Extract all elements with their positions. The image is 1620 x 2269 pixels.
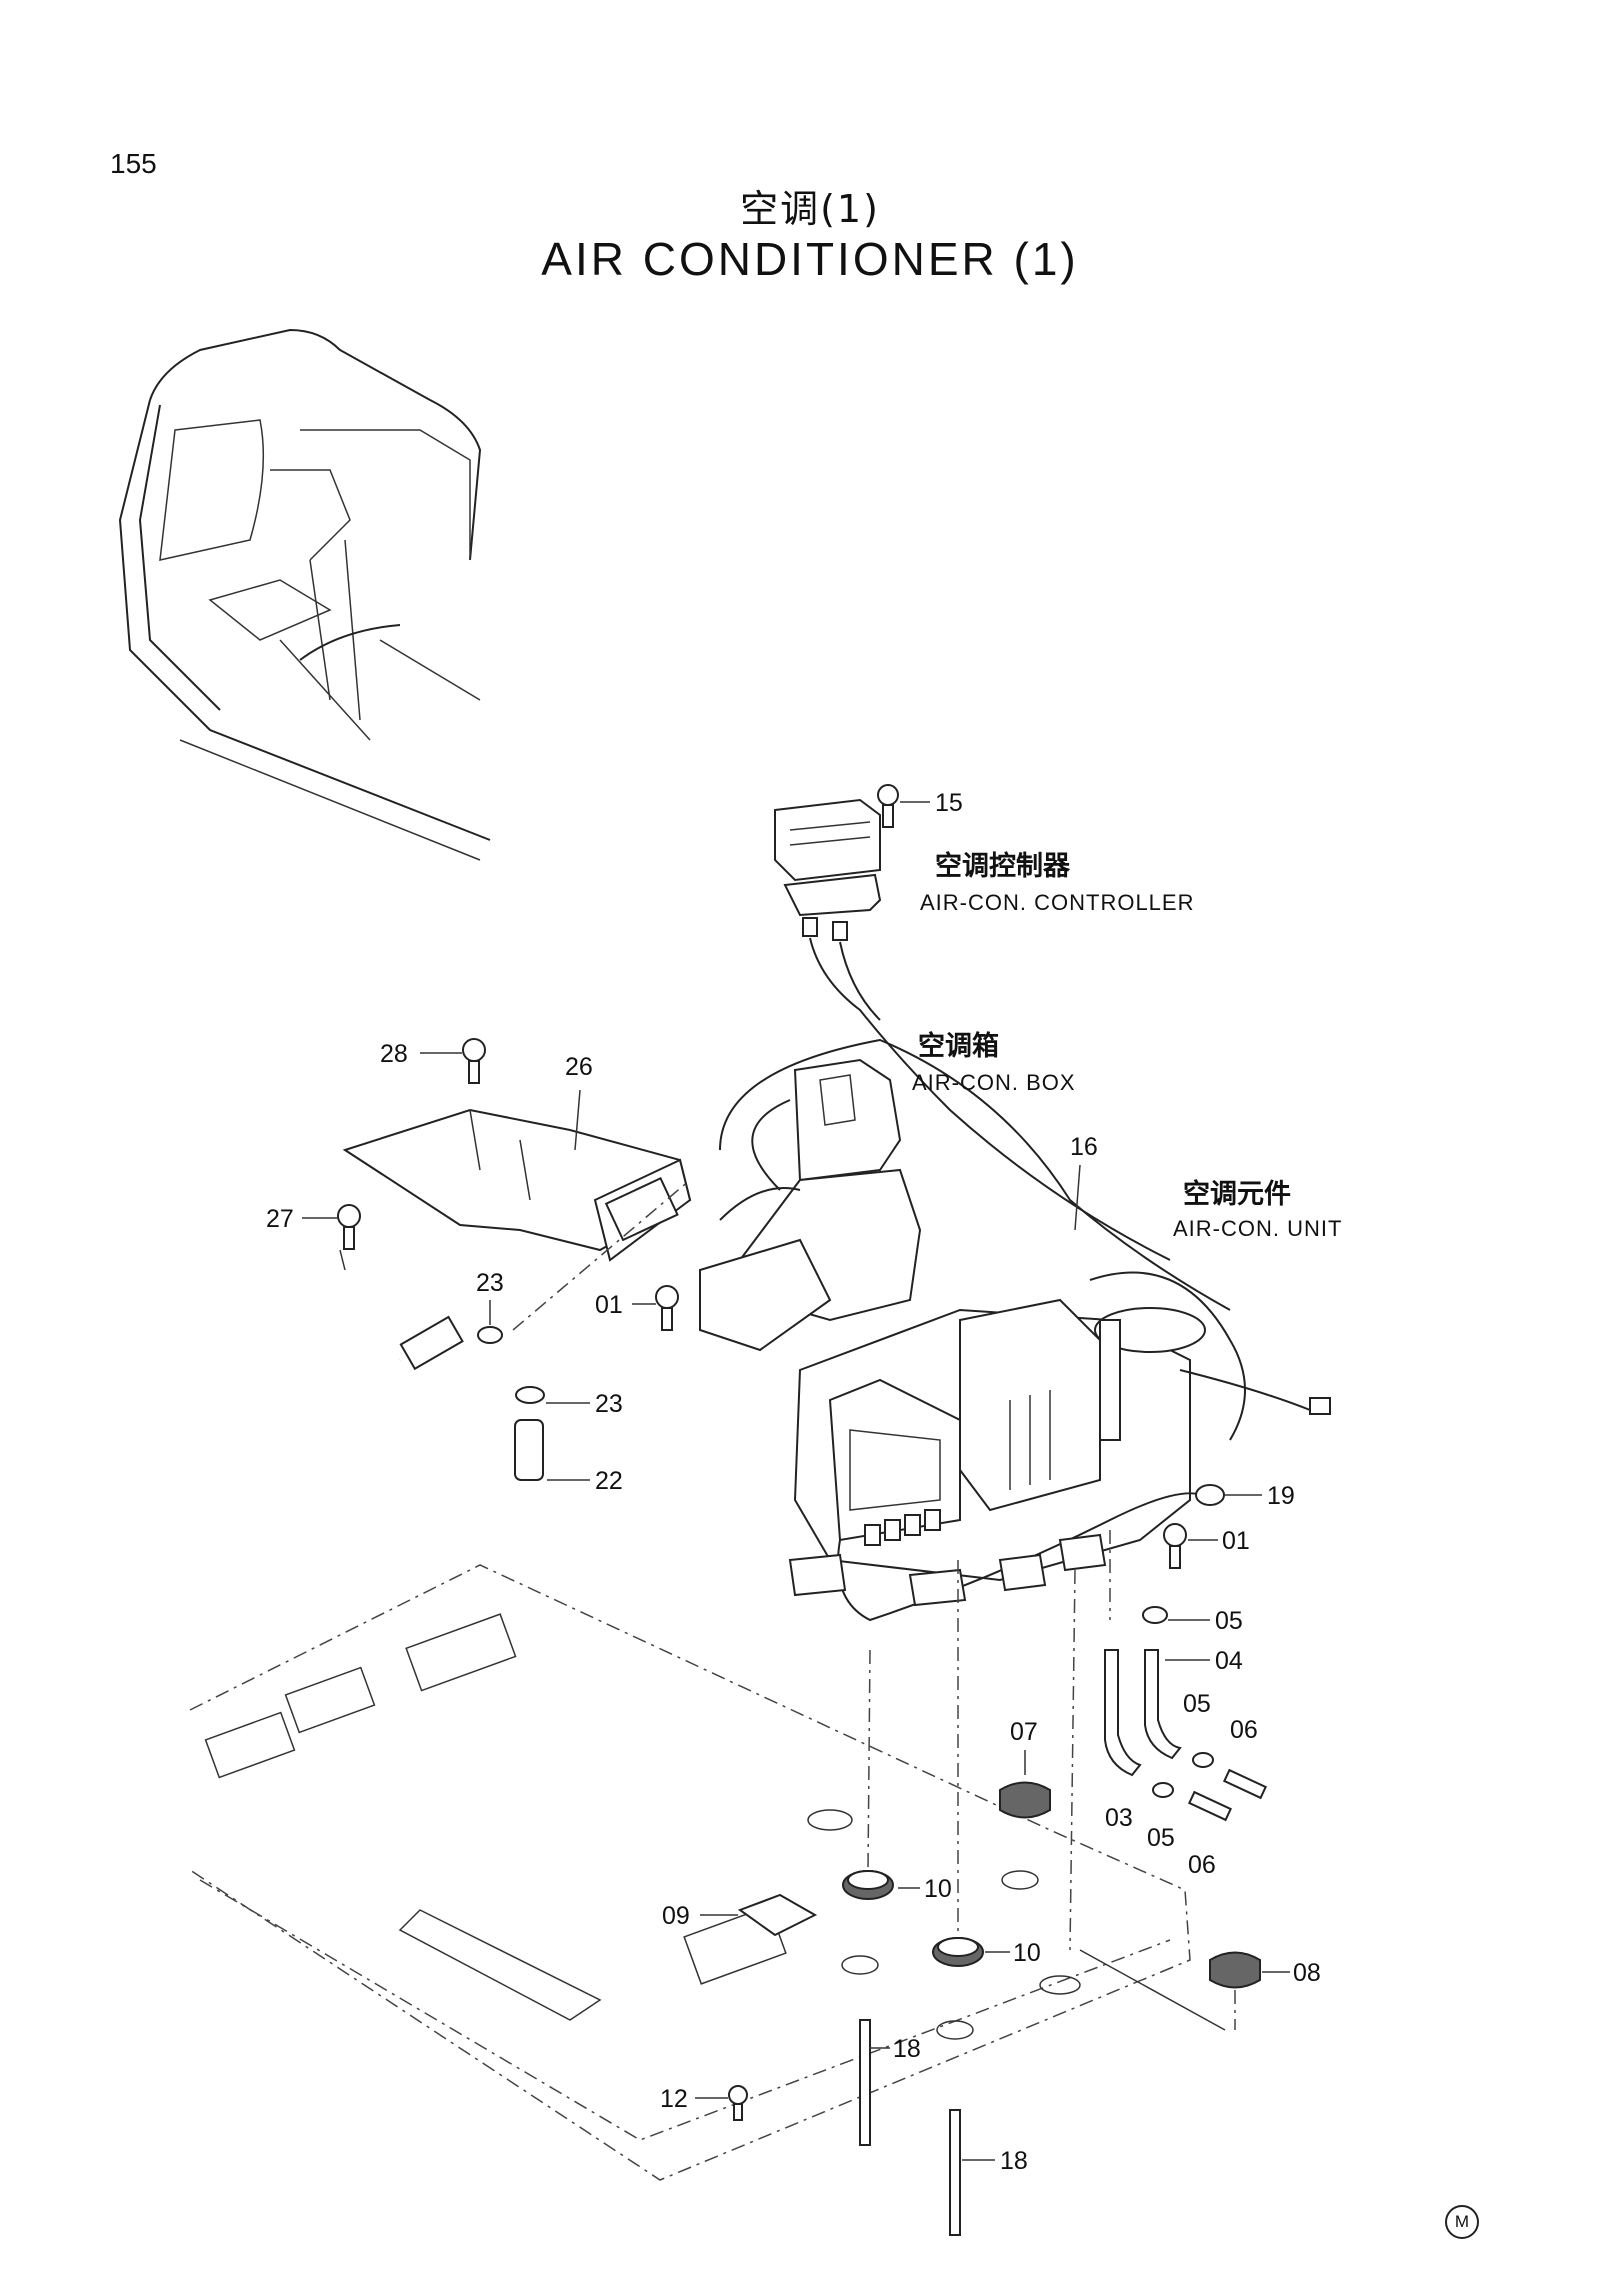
- callout-19: 19: [1267, 1482, 1295, 1510]
- cab-overview-illustration: [118, 328, 491, 861]
- drain-hose-illustration: [342, 1315, 547, 1499]
- duct-illustration: [342, 1108, 692, 1262]
- unit-label-en: AIR-CON. UNIT: [1173, 1216, 1342, 1241]
- callout-27: 27: [266, 1205, 294, 1233]
- callout-03: 03: [1105, 1804, 1133, 1832]
- air-con-box-illustration: [699, 1058, 922, 1352]
- callout-09: 09: [662, 1902, 690, 1930]
- callout-28: 28: [380, 1040, 408, 1068]
- callout-15: 15: [935, 789, 963, 817]
- callout-16: 16: [1070, 1133, 1098, 1161]
- callout-06-bottom: 06: [1188, 1851, 1216, 1879]
- box-label-cn: 空调箱: [918, 1030, 999, 1062]
- callout-18-lower: 18: [1000, 2147, 1028, 2175]
- callout-05-mid: 05: [1183, 1690, 1211, 1718]
- callout-06-top: 06: [1230, 1716, 1258, 1744]
- callout-10-upper: 10: [924, 1875, 952, 1903]
- callouts: 15 28 26 27 16 23 01 23 22 19 01 05 04 0…: [266, 789, 1321, 2175]
- title-chinese: 空调(1): [740, 187, 880, 231]
- title-english: AIR CONDITIONER (1): [541, 233, 1079, 285]
- controller-label-en: AIR-CON. CONTROLLER: [920, 890, 1194, 915]
- callout-01-left: 01: [595, 1291, 623, 1319]
- callout-05-top: 05: [1215, 1607, 1243, 1635]
- assembly-labels: 空调控制器 AIR-CON. CONTROLLER 空调箱 AIR-CON. B…: [912, 850, 1342, 1241]
- leader-lines: [302, 801, 1290, 2161]
- callout-01-right: 01: [1222, 1527, 1250, 1555]
- callout-23-lower: 23: [595, 1390, 623, 1418]
- callout-05-bottom: 05: [1147, 1824, 1175, 1852]
- callout-23-upper: 23: [476, 1269, 504, 1297]
- box-label-en: AIR-CON. BOX: [912, 1070, 1076, 1095]
- unit-label-cn: 空调元件: [1183, 1178, 1291, 1210]
- callout-12: 12: [660, 2085, 688, 2113]
- page-number: 155: [110, 148, 157, 179]
- callout-08: 08: [1293, 1959, 1321, 1987]
- callout-04: 04: [1215, 1647, 1243, 1675]
- small-parts: [337, 784, 1267, 2236]
- wire-harness-16: [719, 1038, 1231, 1311]
- callout-22: 22: [595, 1467, 623, 1495]
- callout-26: 26: [565, 1053, 593, 1081]
- corner-circled-mark: M: [1445, 2205, 1479, 2239]
- air-con-unit-illustration: [788, 1271, 1331, 1622]
- callout-10-lower: 10: [1013, 1939, 1041, 1967]
- callout-07: 07: [1010, 1718, 1038, 1746]
- floor-plate-illustration: [189, 1564, 1191, 2181]
- controller-label-cn: 空调控制器: [935, 850, 1071, 882]
- callout-18-upper: 18: [893, 2035, 921, 2063]
